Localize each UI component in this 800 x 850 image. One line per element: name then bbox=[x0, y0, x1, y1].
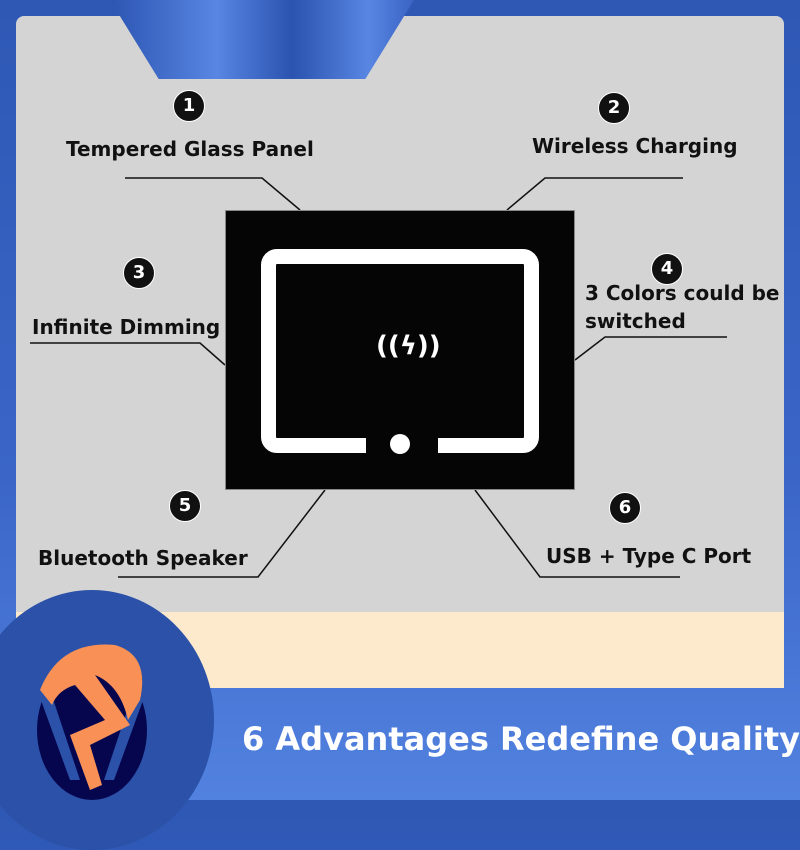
feature-label-1: Tempered Glass Panel bbox=[66, 137, 314, 161]
feature-label-2: Wireless Charging bbox=[532, 134, 738, 158]
feature-label-6: USB + Type C Port bbox=[546, 544, 752, 568]
feature-label-4: 3 Colors could be switched bbox=[585, 281, 780, 333]
feature-number-2: 2 bbox=[598, 92, 630, 124]
brand-logo-icon bbox=[30, 644, 154, 800]
callout-line-3 bbox=[30, 342, 226, 366]
callout-line-1 bbox=[125, 177, 301, 211]
callout-line-4 bbox=[574, 336, 727, 361]
feature-number-4: 4 bbox=[651, 253, 683, 285]
callout-line-2 bbox=[506, 177, 683, 211]
brand-logo-small-icon bbox=[390, 434, 410, 454]
led-frame bbox=[261, 249, 539, 453]
top-tab bbox=[110, 0, 414, 79]
feature-number-6: 6 bbox=[609, 492, 641, 524]
product-panel: ((ϟ)) bbox=[225, 210, 575, 490]
feature-number-5: 5 bbox=[169, 490, 201, 522]
wireless-charging-icon: ((ϟ)) bbox=[376, 331, 441, 361]
feature-number-3: 3 bbox=[123, 257, 155, 289]
callout-line-6 bbox=[474, 489, 680, 578]
callout-line-5 bbox=[118, 489, 326, 578]
feature-label-3: Infinite Dimming bbox=[32, 315, 221, 339]
callout-lines bbox=[30, 177, 727, 578]
banner-title: 6 Advantages Redefine Quality bbox=[242, 720, 800, 758]
feature-number-1: 1 bbox=[173, 90, 205, 122]
feature-label-5: Bluetooth Speaker bbox=[38, 546, 248, 570]
